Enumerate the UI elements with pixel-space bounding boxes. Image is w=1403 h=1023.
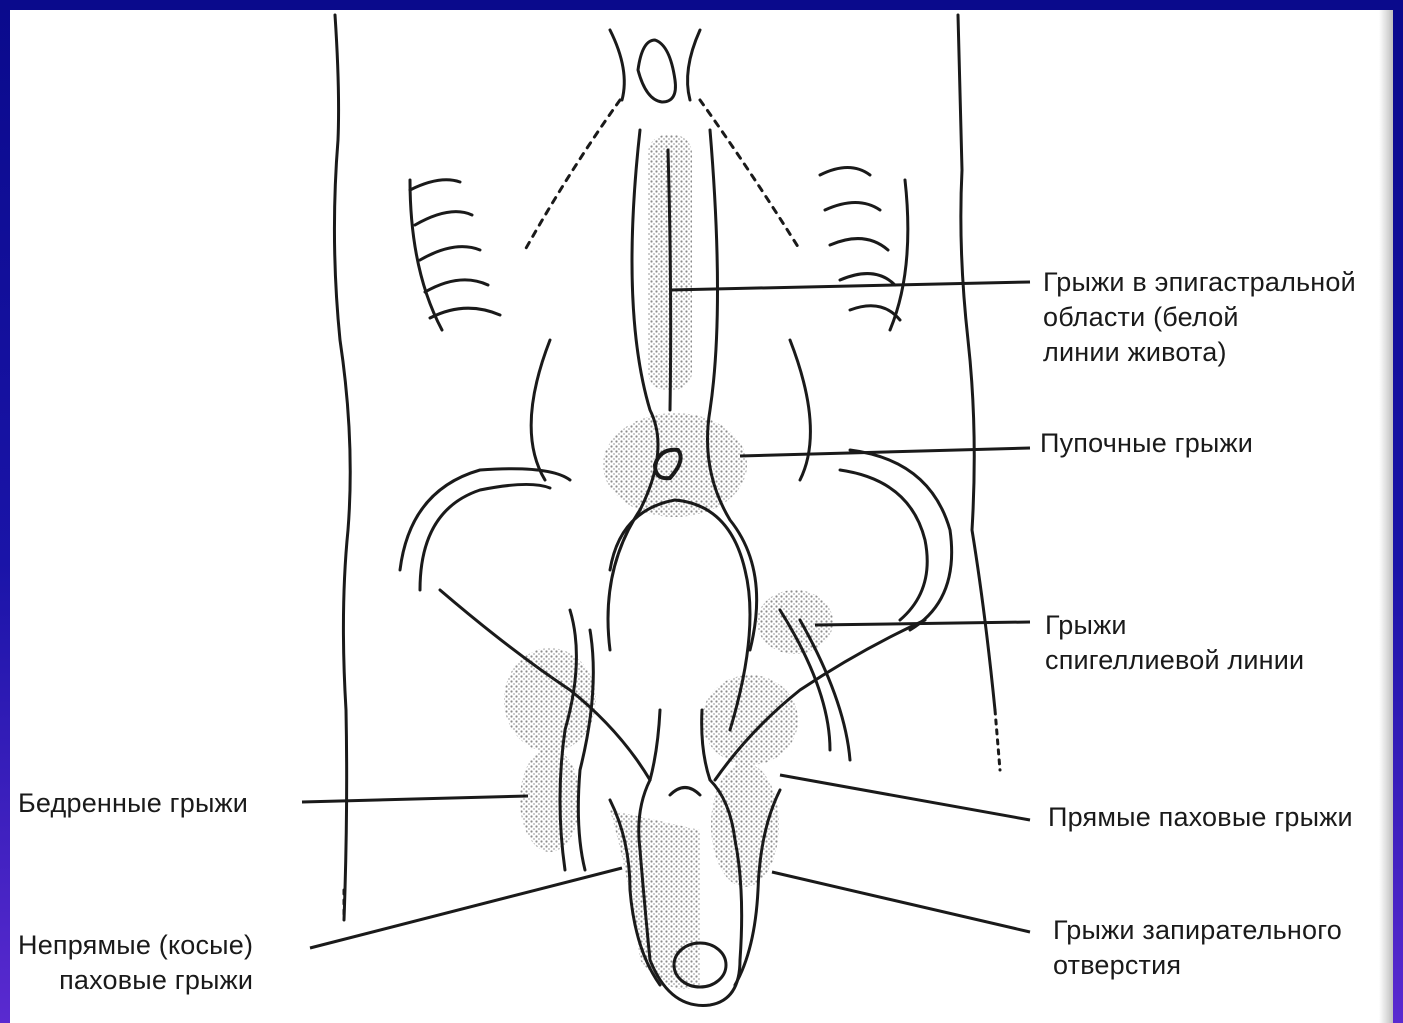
label-line: Бедренные грыжи bbox=[18, 786, 248, 821]
leader-obturator bbox=[772, 872, 1030, 932]
iliac-left-inner bbox=[420, 484, 550, 590]
label-line: линии живота) bbox=[1043, 335, 1356, 370]
spigelian-region bbox=[757, 590, 833, 654]
rib-left-3 bbox=[420, 247, 480, 260]
neck-right bbox=[688, 30, 700, 100]
label-direct-inguinal-hernia: Прямые паховые грыжи bbox=[1048, 800, 1353, 835]
rib-left-1 bbox=[410, 180, 460, 190]
iliac-right-inner bbox=[840, 470, 927, 620]
label-femoral-hernia: Бедренные грыжи bbox=[18, 786, 248, 821]
neck-left bbox=[610, 30, 624, 100]
rectus-right-medial bbox=[708, 130, 757, 650]
rib-right-3 bbox=[830, 239, 888, 250]
rib-left-2 bbox=[415, 212, 472, 225]
rib-right-edge bbox=[890, 180, 908, 330]
rib-right-2 bbox=[825, 203, 880, 211]
rib-left-5 bbox=[430, 308, 500, 318]
diagram-panel: Грыжи в эпигастральной области (белой ли… bbox=[10, 10, 1393, 1023]
leader-spigelian bbox=[815, 622, 1030, 625]
sternal-notch bbox=[638, 40, 675, 102]
leader-femoral bbox=[302, 796, 528, 802]
leg-dash-right bbox=[995, 710, 1000, 770]
obturator-region bbox=[711, 763, 779, 887]
label-line: спигеллиевой линии bbox=[1045, 643, 1304, 678]
label-line: Грыжи запирательного bbox=[1053, 913, 1342, 948]
root-mark bbox=[670, 788, 700, 796]
leader-indirect bbox=[310, 868, 622, 948]
label-line: Прямые паховые грыжи bbox=[1048, 800, 1353, 835]
label-umbilical-hernia: Пупочные грыжи bbox=[1040, 426, 1253, 461]
label-line: Пупочные грыжи bbox=[1040, 426, 1253, 461]
rectus-right-upper bbox=[790, 340, 810, 480]
label-line: Грыжи bbox=[1045, 608, 1304, 643]
right-flank bbox=[958, 15, 995, 710]
rib-right-4 bbox=[840, 274, 895, 285]
left-costal-dash bbox=[525, 100, 620, 250]
iliac-left bbox=[400, 469, 570, 570]
direct-region-right bbox=[702, 675, 798, 765]
stippled-regions bbox=[504, 135, 833, 989]
label-line: паховые грыжи bbox=[18, 963, 253, 998]
rib-right-1 bbox=[820, 168, 870, 176]
label-indirect-inguinal-hernia: Непрямые (косые) паховые грыжи bbox=[18, 928, 253, 998]
leader-umbilical bbox=[740, 448, 1030, 456]
leader-epigastric bbox=[670, 282, 1030, 290]
femoral-region bbox=[520, 748, 580, 852]
label-epigastric-hernia: Грыжи в эпигастральной области (белой ли… bbox=[1043, 265, 1356, 370]
left-flank bbox=[334, 15, 350, 920]
hernia-anatomy-illustration bbox=[10, 10, 1393, 1023]
leader-direct bbox=[780, 775, 1030, 820]
label-line: Непрямые (косые) bbox=[18, 928, 253, 963]
label-line: Грыжи в эпигастральной bbox=[1043, 265, 1356, 300]
label-spigelian-hernia: Грыжи спигеллиевой линии bbox=[1045, 608, 1304, 678]
rib-left-edge bbox=[410, 180, 442, 330]
label-line: области (белой bbox=[1043, 300, 1356, 335]
rib-right-5 bbox=[850, 306, 900, 320]
rectus-left-upper bbox=[531, 340, 550, 480]
rib-left-4 bbox=[425, 280, 488, 292]
label-obturator-hernia: Грыжи запирательного отверстия bbox=[1053, 913, 1342, 983]
label-line: отверстия bbox=[1053, 948, 1342, 983]
